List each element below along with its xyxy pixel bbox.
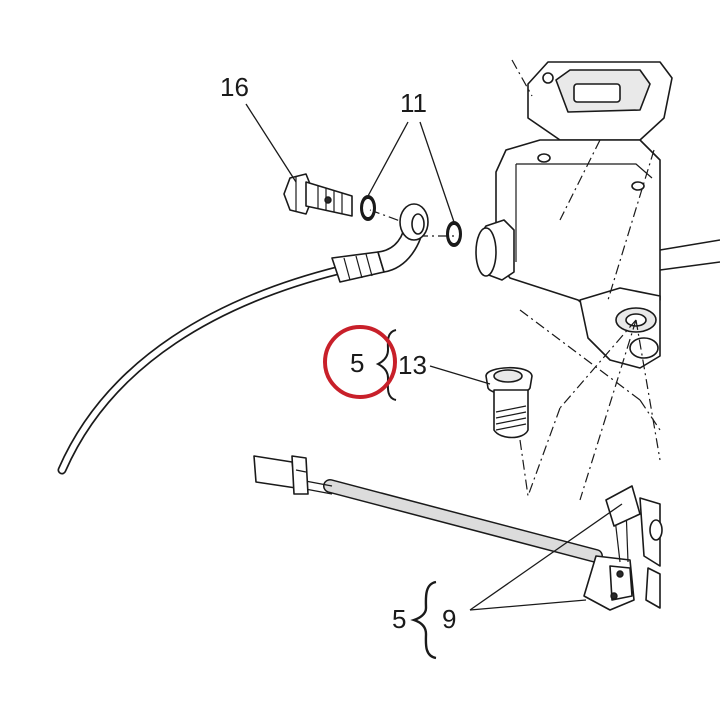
master-cylinder-body (475, 61, 720, 369)
callout-9: 9 (442, 604, 456, 634)
pivot-bolt (485, 366, 533, 439)
sealing-washers (360, 195, 462, 247)
brake-hose (57, 203, 429, 475)
banjo-bolt (283, 173, 353, 217)
callout-5-lower: 5 (392, 604, 406, 634)
callout-16: 16 (220, 72, 249, 102)
highlight-circle (323, 325, 397, 399)
brake-light-switch (253, 455, 663, 611)
leader-lines (245, 103, 623, 611)
callout-11: 11 (400, 88, 427, 118)
assembly-guide-lines (369, 59, 661, 501)
callout-13: 13 (398, 350, 427, 380)
callout-5-upper: 5 (350, 348, 364, 378)
